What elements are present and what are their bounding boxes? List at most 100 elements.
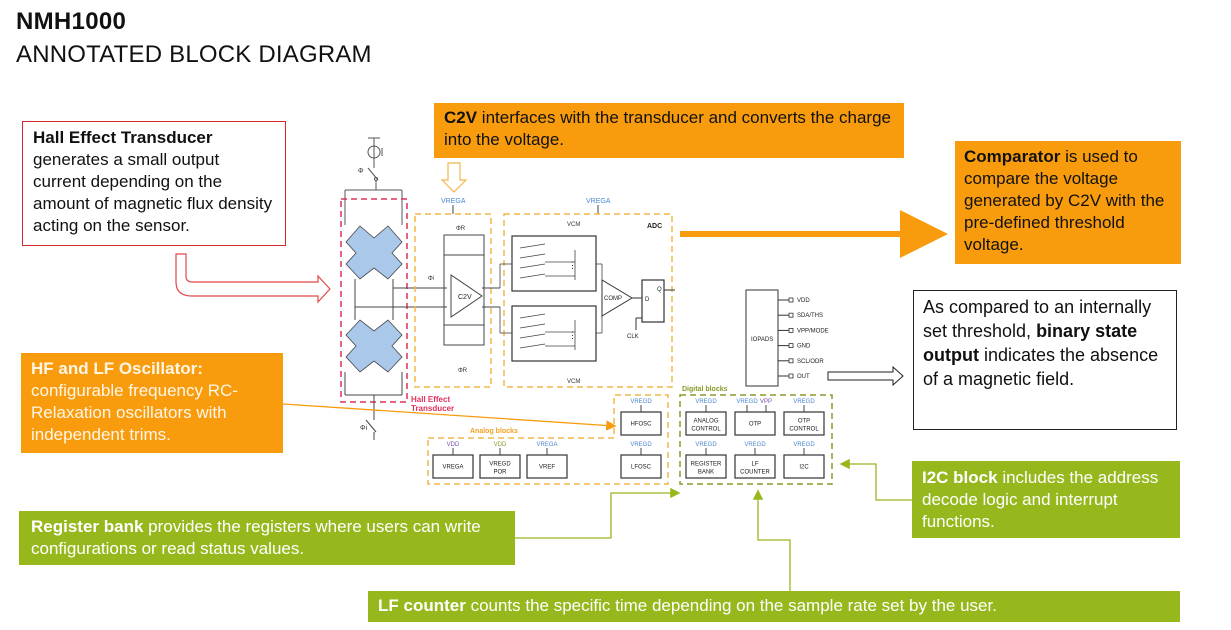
- svg-text:OTP: OTP: [749, 422, 761, 428]
- svg-text:ΦR: ΦR: [456, 226, 466, 232]
- svg-text:SDA/THS: SDA/THS: [797, 313, 823, 319]
- svg-text:VDD: VDD: [797, 298, 810, 304]
- svg-text:LFOSC: LFOSC: [631, 465, 652, 471]
- flip-flop: [641, 279, 665, 323]
- page-title: NMH1000: [16, 8, 127, 35]
- c2v-supply: VREGA: [441, 198, 466, 205]
- current-source-icon: [344, 137, 403, 225]
- block-analog-control: ANALOG CONTROL VREGD: [685, 399, 727, 436]
- c2v-region: [414, 213, 492, 388]
- block-lf-counter: LF COUNTER VREGD: [734, 442, 776, 479]
- svg-text:BANK: BANK: [698, 470, 714, 476]
- svg-text:VREF: VREF: [539, 465, 555, 471]
- lf-counter-callout: LF counter counts the specific time depe…: [368, 591, 1180, 622]
- pin-vdd: VDD: [778, 297, 810, 304]
- comp-label: COMP: [604, 296, 622, 302]
- pin-out: OUT: [778, 373, 810, 380]
- supply-label: VREGD: [793, 399, 815, 405]
- svg-text:LF: LF: [751, 462, 758, 468]
- analog-region: [427, 394, 669, 485]
- svg-text:ANALOG: ANALOG: [693, 419, 718, 425]
- lfcounter-connector: [752, 489, 791, 591]
- svg-text:OUT: OUT: [797, 374, 810, 380]
- svg-text:VCM: VCM: [567, 222, 580, 228]
- hall-callout-arrow: [175, 253, 331, 304]
- hall-label-2: Transducer: [411, 404, 454, 413]
- c2v-callout: C2V interfaces with the transducer and c…: [434, 103, 904, 158]
- block-vref: VREF VREGA: [526, 442, 568, 479]
- phi-label: Φ: [358, 168, 364, 175]
- supply-label: VREGD: [793, 442, 815, 448]
- block-register-bank: REGISTER BANK VREGD: [685, 442, 727, 479]
- svg-text:⋮: ⋮: [568, 330, 577, 340]
- hall-transducer-region: [340, 198, 408, 403]
- block-lfosc: LFOSC VREGD: [620, 442, 662, 479]
- adc-region: [503, 213, 673, 388]
- supply-label: VREGD: [630, 399, 652, 405]
- pin-sda-ths: SDA/THS: [778, 312, 823, 319]
- i2c-callout: I2C block includes the address decode lo…: [912, 461, 1180, 538]
- svg-text:VPP/MODE: VPP/MODE: [797, 328, 829, 334]
- register-connector: [515, 487, 681, 539]
- analog-title: Analog blocks: [470, 428, 518, 435]
- supply-label: VREGD: [695, 399, 717, 405]
- hall-transducer-callout: Hall Effect Transducer generates a small…: [22, 121, 286, 246]
- i2c-connector: [839, 458, 912, 501]
- block-hfosc: HFOSC VREGD: [620, 399, 662, 436]
- pin-scl-odr: SCL/ODR: [778, 358, 824, 365]
- svg-text:D: D: [645, 297, 650, 303]
- svg-text:VREGD: VREGD: [489, 462, 511, 468]
- supply-label: VREGD: [744, 442, 766, 448]
- svg-text:GND: GND: [797, 344, 811, 350]
- adc-supply: VREGA: [586, 198, 611, 205]
- register-bank-callout: Register bank provides the registers whe…: [19, 511, 515, 565]
- pin-vpp-mode: VPP/MODE: [778, 327, 829, 334]
- iopads-block: [745, 289, 779, 387]
- supply-label: VDD: [447, 442, 460, 448]
- c2v-callout-arrow: [440, 162, 468, 193]
- block-otp-control: OTP CONTROL VREGD: [783, 399, 825, 436]
- supply-label: VREGD: [695, 442, 717, 448]
- svg-text:VCM: VCM: [567, 379, 580, 385]
- svg-text:ΦR: ΦR: [458, 368, 468, 374]
- supply-label: VDD: [494, 442, 507, 448]
- svg-text:I2C: I2C: [799, 465, 809, 471]
- oscillator-connector: [282, 403, 617, 431]
- supply-label: VREGD: [630, 442, 652, 448]
- svg-text:HFOSC: HFOSC: [631, 422, 653, 428]
- pin-gnd: GND: [778, 343, 811, 350]
- supply-label: VPP: [760, 399, 772, 405]
- block-vrega: VREGA VDD: [432, 442, 474, 479]
- svg-text:⋮: ⋮: [568, 260, 577, 270]
- svg-text:SCL/ODR: SCL/ODR: [797, 359, 824, 365]
- binary-output-callout: As compared to an internally set thresho…: [913, 290, 1177, 430]
- svg-text:CONTROL: CONTROL: [789, 427, 819, 433]
- digital-title: Digital blocks: [682, 386, 728, 393]
- svg-text:CONTROL: CONTROL: [691, 427, 721, 433]
- hall-element-icon: [345, 225, 403, 373]
- page-subtitle: ANNOTATED BLOCK DIAGRAM: [16, 41, 372, 68]
- svg-text:Q: Q: [657, 287, 662, 293]
- block-i2c: I2C VREGD: [783, 442, 825, 479]
- svg-text:Φi: Φi: [428, 276, 434, 282]
- svg-text:IOPADS: IOPADS: [751, 337, 773, 343]
- svg-text:POR: POR: [493, 470, 507, 476]
- adc-label: ADC: [647, 223, 662, 230]
- supply-label: VREGD: [736, 399, 758, 405]
- svg-text:Φi: Φi: [360, 425, 368, 432]
- svg-text:COUNTER: COUNTER: [740, 470, 770, 476]
- hall-label-1: Hall Effect: [411, 395, 450, 404]
- svg-text:OTP: OTP: [798, 419, 810, 425]
- block-vregd-por: VREGD POR VDD: [479, 442, 521, 479]
- c2v-label: C2V: [458, 294, 472, 301]
- supply-label: VREGA: [536, 442, 557, 448]
- output-arrow: [827, 365, 904, 387]
- comparator-callout: Comparator is used to compare the voltag…: [955, 141, 1181, 264]
- oscillator-callout: HF and LF Oscillator: configurable frequ…: [21, 353, 283, 453]
- digital-region: [679, 394, 833, 485]
- svg-text:VREGA: VREGA: [442, 465, 463, 471]
- svg-text:CLK: CLK: [627, 334, 639, 340]
- svg-text:REGISTER: REGISTER: [691, 462, 722, 468]
